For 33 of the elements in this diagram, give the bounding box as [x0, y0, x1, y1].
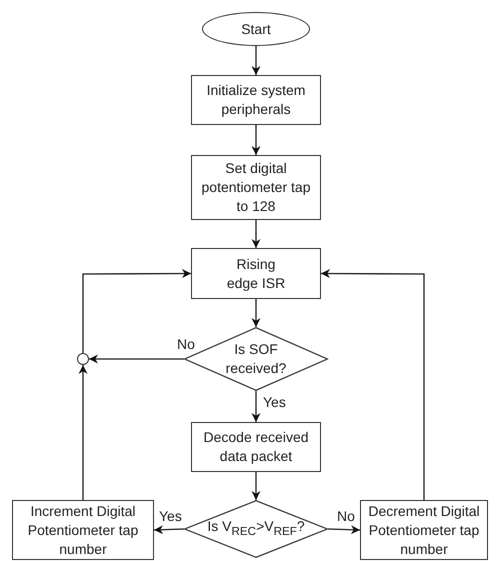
step-text: Set digital potentiometer tap to 128	[200, 159, 312, 216]
step-text: Decode received data packet	[202, 428, 310, 466]
decision-text: Is SOF received?	[224, 340, 288, 378]
process-box	[191, 155, 321, 220]
edge-label: No	[176, 336, 196, 352]
arrow	[321, 269, 425, 500]
arrow	[252, 299, 260, 327]
edge-label: Yes	[158, 508, 183, 524]
process-box	[191, 248, 321, 299]
edge-label: Yes	[262, 394, 287, 410]
junction-circle	[77, 353, 89, 365]
process-box	[360, 500, 488, 560]
step-text: Decrement Digital Potentiometer tap number	[367, 502, 481, 558]
process-box	[12, 500, 154, 560]
arrow	[328, 525, 360, 534]
arrow	[252, 472, 260, 500]
decision-diamond	[184, 500, 328, 558]
arrow	[78, 365, 88, 500]
edge-label: No	[336, 508, 356, 524]
step-text: Increment Digital Potentiometer tap number	[26, 502, 140, 558]
arrow	[82, 269, 191, 353]
arrow	[89, 354, 184, 364]
arrow	[252, 125, 260, 155]
decision-text: Is V$_{REC}$>V$_{REF}$?	[206, 517, 306, 540]
process-box	[191, 75, 321, 125]
step-text: Initialize system peripherals	[206, 81, 306, 119]
step-text: Rising edge ISR	[226, 254, 286, 292]
process-box	[191, 422, 321, 472]
arrow	[252, 46, 260, 75]
arrow	[154, 525, 184, 534]
arrow	[252, 391, 260, 422]
step-text: Start	[240, 20, 272, 38]
arrow	[252, 220, 260, 248]
